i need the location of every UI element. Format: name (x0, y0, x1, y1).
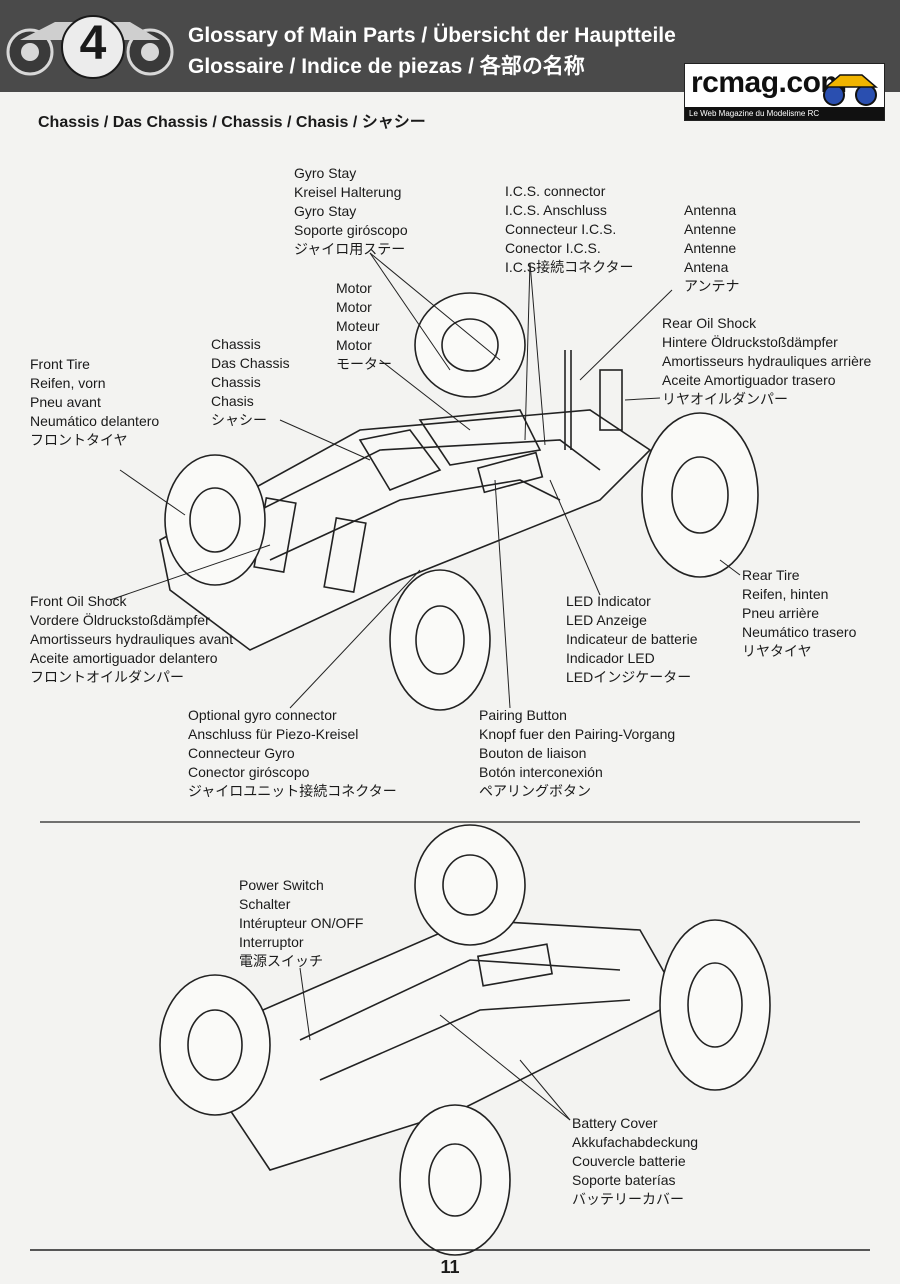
header-title-line-2: Glossaire / Indice de piezas / 各部の名称 (188, 55, 585, 78)
rcmag-logo: rcmag.com Le Web Magazine du Modelisme R… (684, 63, 885, 121)
header-title-line-1: Glossary of Main Parts / Übersicht der H… (188, 24, 676, 47)
page-number: 11 (440, 1257, 460, 1277)
top-chassis-drawing (159, 292, 759, 711)
bottom-chassis-drawing (159, 824, 771, 1256)
step-badge (61, 15, 125, 79)
section-heading: Chassis / Das Chassis / Chassis / Chasis… (38, 114, 426, 131)
logo-name: rcmag.com (691, 66, 847, 99)
logo-tagline: Le Web Magazine du Modelisme RC (685, 107, 884, 120)
leader-lines (109, 252, 741, 1121)
page-header: 4 Glossary of Main Parts / Übersicht der… (0, 0, 900, 92)
buggy-logo-icon (823, 74, 879, 106)
step-number: 4 (79, 17, 107, 70)
